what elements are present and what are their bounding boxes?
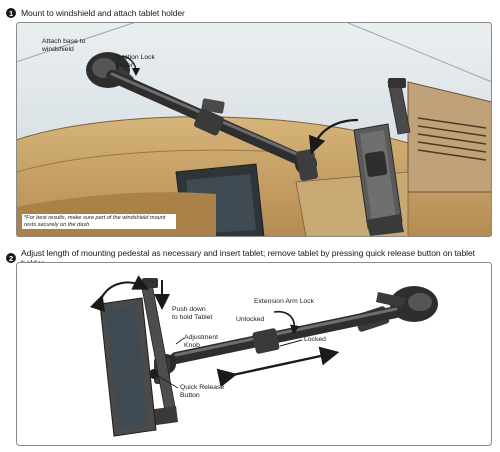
arm-lock-collar — [194, 108, 224, 136]
label-quick-release-button: Quick Release Button — [180, 384, 225, 399]
dash-vent-housing — [407, 81, 492, 193]
label-adjustment-knob: Adjustment Knob — [184, 334, 219, 349]
dash-support-foot — [201, 98, 225, 114]
step-1-heading: 1 Mount to windshield and attach tablet … — [6, 8, 185, 18]
adjust-illustration-panel: Push down to hold Tablet Adjustment Knob… — [16, 262, 492, 446]
label-unlocked: Unlocked — [236, 316, 265, 323]
step-number-badge: 1 — [6, 8, 16, 18]
mount-adjustment-illustration — [16, 262, 492, 446]
label-suction-lock-lever: Suction Lock Lever — [116, 54, 155, 69]
tablet-screen — [106, 306, 148, 428]
holder-bottom-clamp — [366, 214, 404, 236]
extend-length-arrow — [216, 346, 340, 388]
quick-release-button — [149, 369, 159, 379]
label-attach-base: Attach base to windshield — [42, 38, 86, 53]
air-vent-grille — [417, 117, 487, 161]
extension-arm — [170, 306, 402, 364]
label-push-down: Push down to hold Tablet — [172, 306, 213, 321]
label-extension-arm-lock: Extension Arm Lock — [254, 298, 315, 305]
step-1-text: Mount to windshield and attach tablet ho… — [21, 8, 185, 18]
label-locked: Locked — [304, 336, 326, 343]
tilt-rotate-arrow — [89, 275, 150, 313]
tablet-holder — [353, 78, 411, 236]
install-illustration-panel: Attach base to windshield Suction Lock L… — [16, 22, 492, 237]
step-number-badge: 2 — [6, 253, 16, 263]
attach-direction-arrow — [308, 118, 359, 155]
installation-note: *For best results, make sure part of the… — [22, 214, 176, 230]
holder-top-clamp — [142, 278, 158, 288]
suction-lock-lever — [376, 292, 406, 308]
tablet — [99, 297, 157, 437]
panel-1-border — [16, 22, 492, 237]
lock-rotate-arrow — [273, 310, 300, 335]
holder-socket — [364, 151, 388, 177]
windshield-mount-illustration — [16, 22, 492, 237]
